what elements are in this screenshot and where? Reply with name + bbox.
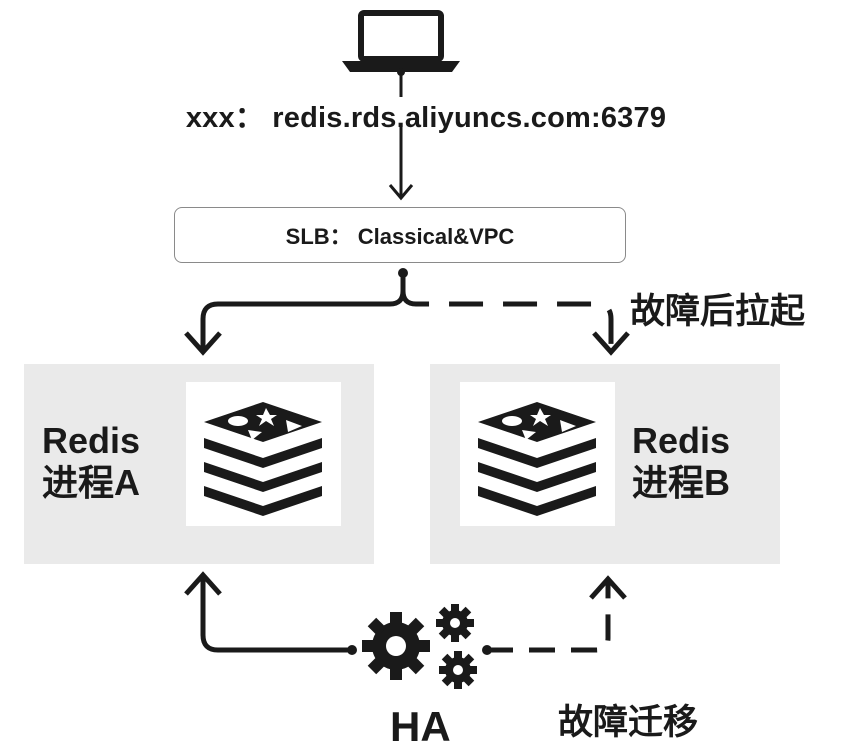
slb-to-node-b-connector xyxy=(400,290,630,356)
gears-icon xyxy=(362,604,477,689)
endpoint-address: xxx： redis.rds.aliyuncs.com:6379 xyxy=(185,102,667,134)
slb-to-node-a-connector xyxy=(184,268,408,356)
redis-logo-icon xyxy=(460,382,615,526)
redis-node-a-process: 进程A xyxy=(42,462,140,503)
slb-label: SLB： Classical&VPC xyxy=(285,224,515,249)
redis-node-b: Redis 进程B xyxy=(430,364,780,564)
redis-node-b-label: Redis 进程B xyxy=(632,420,730,504)
ha-label: HA xyxy=(390,703,451,750)
redis-node-b-title: Redis xyxy=(632,420,731,461)
redis-node-a-title: Redis xyxy=(42,420,141,461)
redis-node-a: Redis 进程A xyxy=(24,364,374,564)
restart-after-failure-note: 故障后拉起 xyxy=(630,292,806,331)
redis-node-b-process: 进程B xyxy=(632,462,730,503)
ha-to-node-a-connector xyxy=(184,571,357,655)
failover-note: 故障迁移 xyxy=(558,703,699,742)
slb-box: SLB： Classical&VPC xyxy=(174,207,626,263)
laptop-icon xyxy=(342,10,460,72)
redis-logo-icon xyxy=(186,382,341,526)
redis-node-a-label: Redis 进程A xyxy=(42,420,140,504)
ha-to-node-b-connector xyxy=(482,575,627,655)
client-to-slb-connector xyxy=(388,68,414,201)
